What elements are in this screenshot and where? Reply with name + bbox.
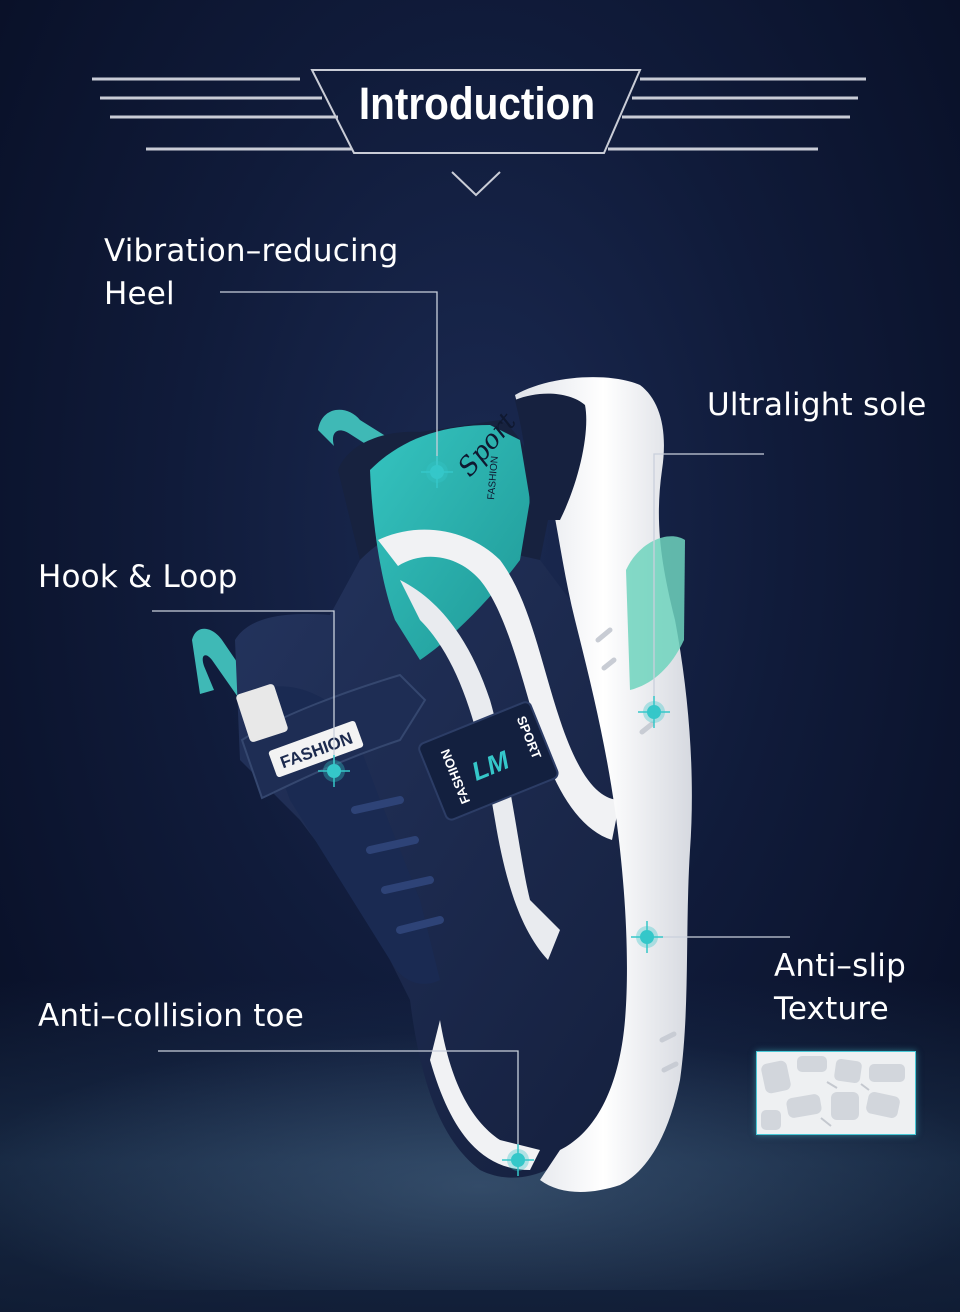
sole-insert bbox=[626, 536, 685, 690]
heel-marker bbox=[421, 456, 453, 488]
antislip-marker bbox=[631, 921, 663, 953]
hook-loop-label: Hook & Loop bbox=[38, 559, 238, 595]
header-decoration bbox=[92, 69, 866, 197]
sole-label: Ultralight sole bbox=[707, 387, 927, 423]
sole-marker bbox=[638, 696, 670, 728]
page-title: Introduction bbox=[358, 78, 596, 129]
toe-callout-line bbox=[158, 1050, 519, 1160]
laces bbox=[351, 796, 444, 934]
antislip-label-line1: Anti–slip bbox=[774, 948, 906, 984]
sole-grooves bbox=[595, 627, 679, 1073]
white-stripe-lower bbox=[400, 580, 560, 960]
tongue-tag bbox=[236, 684, 288, 742]
hook-marker bbox=[318, 755, 350, 787]
heel-label-line2: Heel bbox=[104, 276, 175, 312]
side-patch: FASHION LM SPORT bbox=[418, 701, 559, 821]
heel-counter bbox=[515, 393, 587, 520]
toe-label: Anti–collision toe bbox=[38, 998, 304, 1034]
white-stripe bbox=[378, 529, 620, 840]
toe-trim bbox=[430, 1020, 540, 1170]
tread-pattern bbox=[757, 1052, 915, 1134]
sole-callout-line bbox=[653, 453, 764, 712]
antislip-label-line2: Texture bbox=[774, 991, 889, 1027]
strap-label bbox=[268, 720, 364, 778]
heel-patch-text: FASHION bbox=[486, 456, 501, 501]
toe-marker bbox=[502, 1144, 534, 1176]
hook-callout-line bbox=[152, 610, 335, 771]
tread-texture-inset bbox=[756, 1051, 916, 1135]
heel-label-line1: Vibration–reducing bbox=[104, 233, 399, 269]
heel-callout-line bbox=[220, 291, 438, 472]
